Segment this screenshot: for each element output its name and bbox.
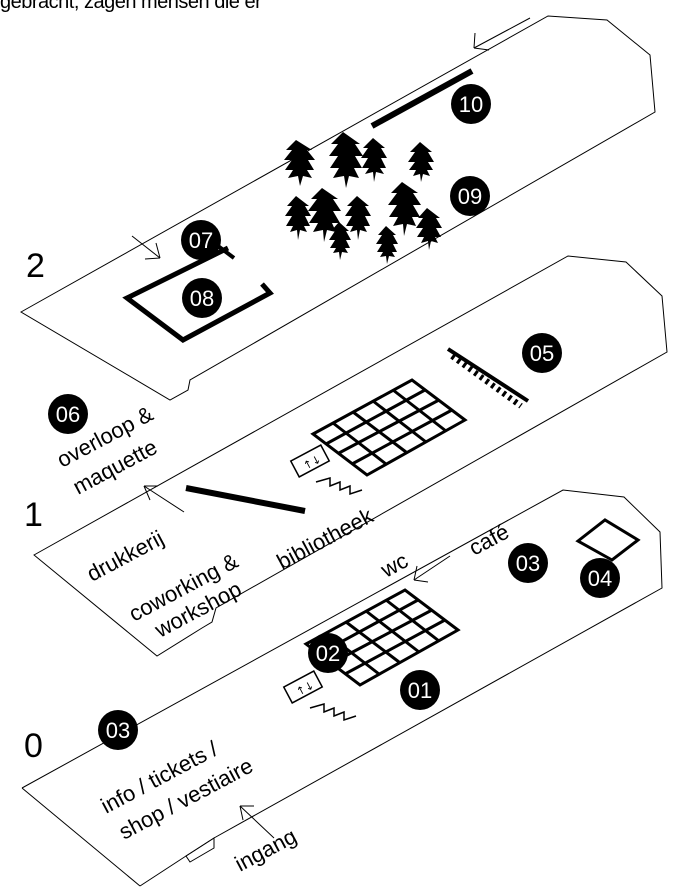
- badge-08[interactable]: 08: [182, 278, 222, 318]
- caption-fragment: gebracht, zagen mensen die er: [0, 0, 262, 13]
- arrow-icon: [239, 805, 275, 839]
- floor-number-0: 0: [24, 727, 43, 765]
- badge-04-text: 04: [588, 566, 612, 591]
- arrow-icon: [131, 235, 161, 260]
- badge-10[interactable]: 10: [451, 84, 491, 124]
- elevator-icon: ↑↓: [289, 444, 331, 478]
- tree-icon: [388, 182, 421, 236]
- floor-2: [19, 15, 656, 401]
- arrow-icon: [413, 555, 451, 583]
- stairs-icon: [309, 703, 357, 722]
- tree-icon: [345, 196, 371, 240]
- floor-1: ↑↓: [33, 255, 668, 657]
- floor-number-1: 1: [24, 496, 43, 534]
- badge-02[interactable]: 02: [308, 633, 348, 673]
- tree-icon: [376, 226, 398, 264]
- label-wc: wc: [376, 548, 412, 583]
- seating-grid-floor-1: [310, 378, 468, 477]
- label-ingang: ingang: [231, 823, 301, 876]
- tree-icon: [361, 138, 387, 182]
- badge-03-cafe-text: 03: [516, 551, 540, 576]
- badge-03-info[interactable]: 03: [98, 710, 138, 750]
- badge-07-text: 07: [189, 228, 213, 253]
- cafe-room-04: [575, 518, 641, 562]
- badge-01[interactable]: 01: [400, 670, 440, 710]
- badge-08-text: 08: [190, 286, 214, 311]
- stairs-icon: [315, 477, 363, 496]
- elevator-icon: ↑↓: [282, 670, 324, 704]
- floor-0: ↑↓: [21, 489, 663, 887]
- wall-segment-drukkerij: [185, 485, 306, 514]
- badge-06-text: 06: [56, 402, 80, 427]
- badge-03-info-text: 03: [106, 718, 130, 743]
- tree-icon: [416, 208, 442, 250]
- badge-05[interactable]: 05: [522, 333, 562, 373]
- tree-icon: [308, 188, 341, 242]
- label-drukkerij: drukkerij: [83, 525, 168, 586]
- badge-10-text: 10: [459, 92, 483, 117]
- badge-07[interactable]: 07: [181, 220, 221, 260]
- arrow-icon: [473, 17, 531, 51]
- tree-icon: [408, 142, 434, 182]
- wall-segment-05: [446, 347, 530, 409]
- floor-number-2: 2: [26, 247, 45, 285]
- badge-04[interactable]: 04: [580, 558, 620, 598]
- tree-icon: [284, 140, 315, 186]
- floor-1-outline: [33, 255, 668, 657]
- badge-09[interactable]: 09: [450, 176, 490, 216]
- wall-segment-10: [370, 68, 474, 129]
- badge-09-text: 09: [458, 184, 482, 209]
- badge-02-text: 02: [316, 641, 340, 666]
- badge-01-text: 01: [408, 678, 432, 703]
- arrow-icon: [143, 485, 185, 513]
- tree-icon: [329, 132, 363, 188]
- badge-05-text: 05: [530, 341, 554, 366]
- tree-icon: [285, 196, 311, 240]
- label-cafe: café: [465, 519, 513, 561]
- floor-2-outline: [19, 15, 656, 401]
- maquette-room: [122, 245, 274, 343]
- badge-06[interactable]: 06: [48, 394, 88, 434]
- badge-03-cafe[interactable]: 03: [508, 543, 548, 583]
- tree-cluster: [284, 132, 442, 264]
- tree-icon: [329, 222, 351, 260]
- label-bibliotheek: bibliotheek: [273, 502, 378, 574]
